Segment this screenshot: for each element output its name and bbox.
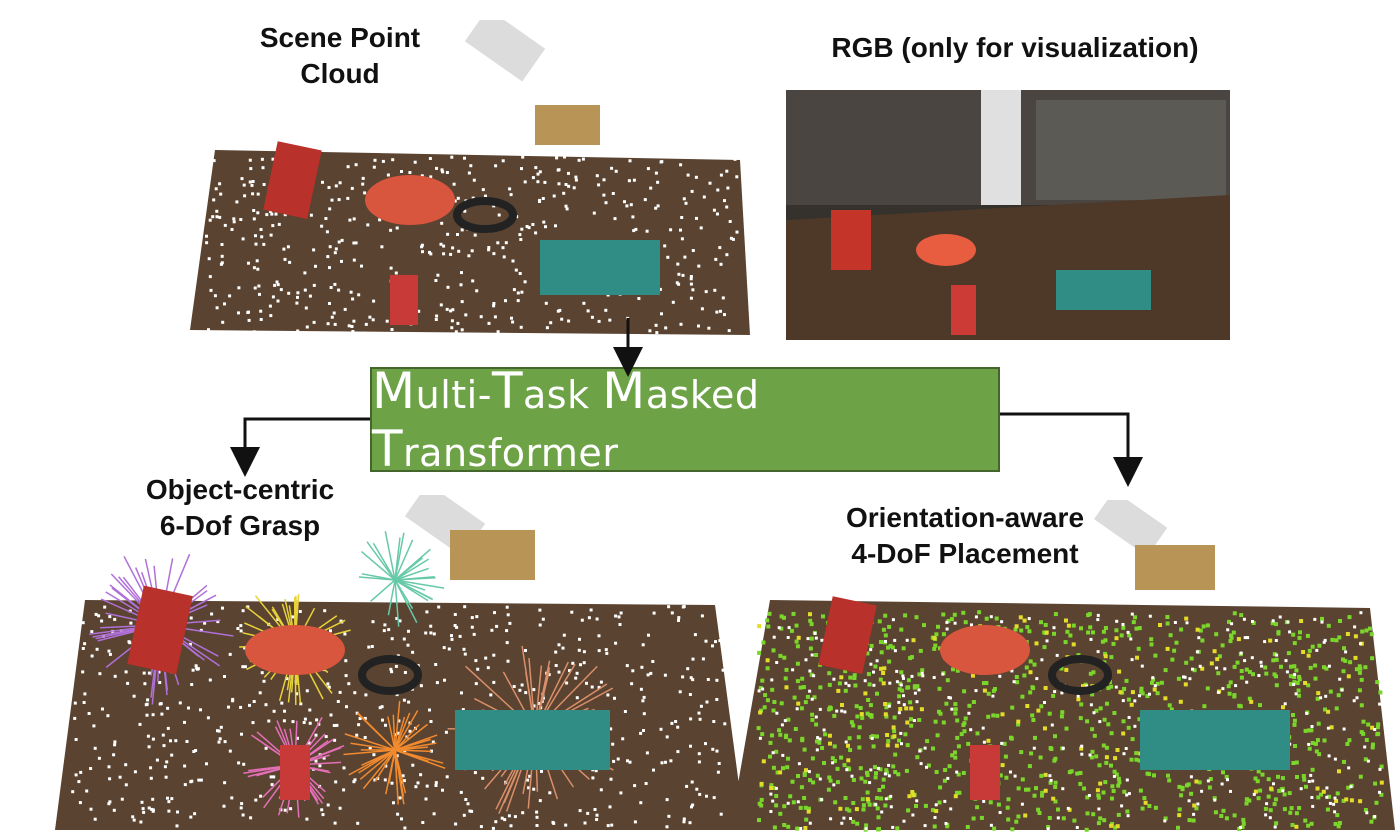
placement-robot-arm	[1093, 500, 1168, 557]
rgb-airplane	[1056, 270, 1151, 310]
grasp-table-surface	[55, 600, 745, 830]
scene-point-cloud-image	[190, 20, 750, 335]
multi-task-masked-transformer-box: Multi-Task Masked Transformer	[370, 362, 1000, 478]
placement-tape-roll	[1048, 655, 1112, 695]
arrow-model-to-grasp	[230, 417, 370, 477]
model-title-rest-3: asked	[645, 372, 760, 417]
model-title-rest-4: ransformer	[403, 430, 619, 475]
model-title: Multi-Task Masked Transformer	[372, 362, 998, 478]
model-title-rest-2: ask	[523, 372, 603, 417]
grasp-visualization-image	[55, 495, 745, 830]
placement-airplane-body	[1140, 710, 1290, 770]
rgb-cracker-box	[831, 210, 871, 270]
arrow-model-to-placement	[1000, 412, 1143, 487]
grasp-airplane-body	[455, 710, 610, 770]
model-title-rest-1: ulti-	[415, 372, 492, 417]
rgb-spray-bottle	[951, 285, 976, 335]
model-title-cap-1: M	[372, 361, 416, 420]
rgb-bowl	[916, 234, 976, 266]
placement-cracker-box	[818, 596, 877, 675]
scene-cracker-box	[263, 141, 322, 220]
grasp-cracker-box	[127, 585, 193, 675]
grasp-held-box	[450, 530, 535, 580]
scene-spray-bottle	[390, 275, 418, 325]
scene-tape-roll	[453, 197, 517, 233]
grasp-bowl	[245, 625, 345, 675]
placement-spray-bottle	[970, 745, 1000, 800]
scene-robot-arm	[464, 20, 546, 82]
rgb-photo	[786, 90, 1230, 340]
placement-green-region	[756, 610, 1384, 832]
grasp-spray-bottle	[280, 745, 310, 800]
rgb-robot-arm	[981, 90, 1021, 205]
rgb-background-office	[1036, 100, 1226, 200]
grasp-label: Object-centric 6-Dof Grasp	[145, 474, 335, 541]
placement-visualization-image	[730, 500, 1395, 832]
placement-held-box	[1135, 545, 1215, 590]
scene-airplane-body	[540, 240, 660, 295]
placement-bowl	[940, 625, 1030, 675]
placement-label: Orientation-aware 4-DoF Placement	[845, 502, 1085, 569]
model-title-cap-4: T	[372, 419, 404, 478]
model-title-cap-2: T	[491, 361, 523, 420]
grasp-tape-roll	[358, 655, 422, 695]
rgb-label: RGB (only for visualization)	[831, 32, 1199, 63]
scene-point-cloud-label: Scene Point Cloud	[259, 22, 421, 89]
scene-held-box	[535, 105, 600, 145]
scene-bowl	[365, 175, 455, 225]
